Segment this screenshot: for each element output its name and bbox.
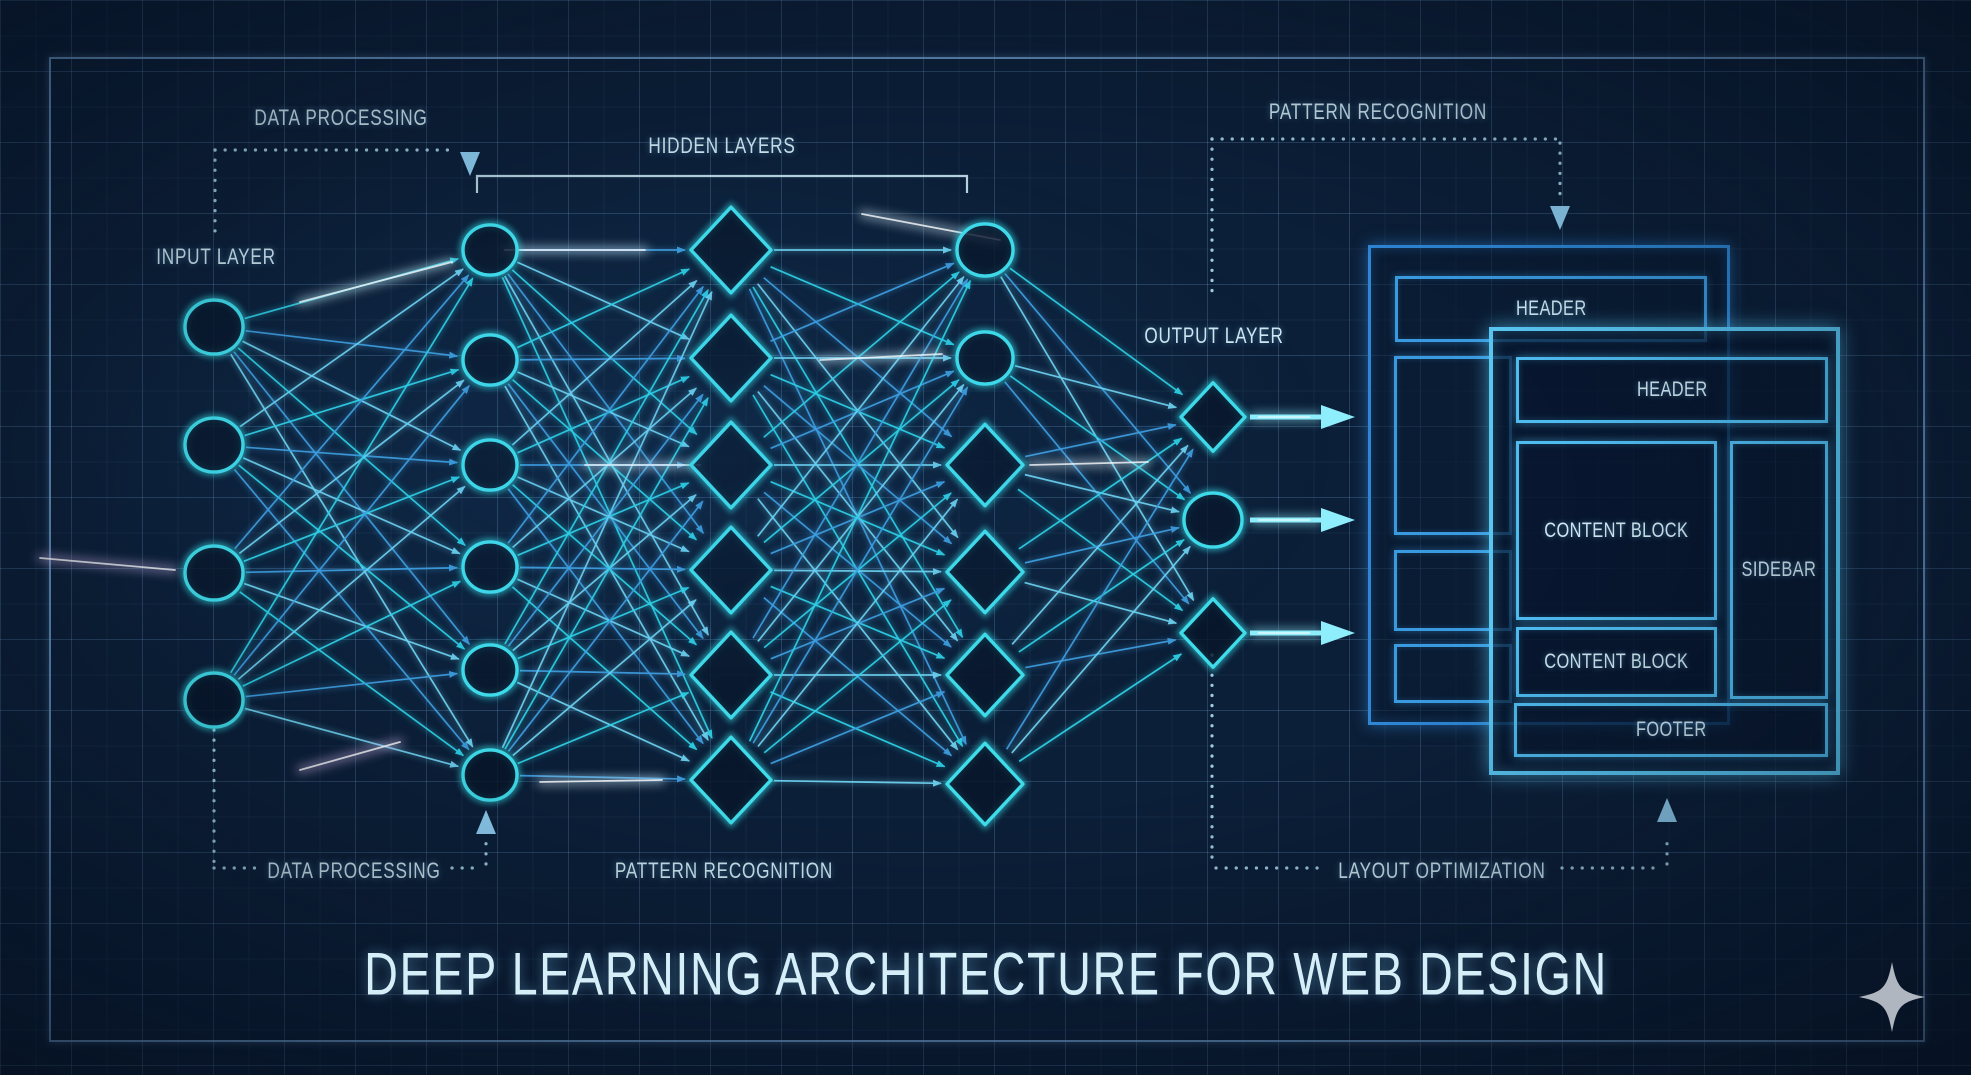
front-sidebar: SIDEBAR [1730,441,1828,699]
label-data-processing-bottom: DATA PROCESSING [267,858,441,883]
label-hidden-layers: HIDDEN LAYERS [648,133,796,158]
browser-wireframe-front: HEADER CONTENT BLOCK SIDEBAR CONTENT BLO… [1489,327,1840,775]
label-layout-optimization: LAYOUT OPTIMIZATION [1338,858,1546,883]
front-content-block-2-label: CONTENT BLOCK [1544,650,1689,673]
label-pattern-recognition-bottom: PATTERN RECOGNITION [614,858,834,883]
front-footer-label: FOOTER [1635,718,1707,741]
sparkle-icon [1853,956,1933,1045]
label-pattern-recognition-top: PATTERN RECOGNITION [1268,99,1488,124]
back-header-label: HEADER [1515,297,1587,320]
front-content-block-1: CONTENT BLOCK [1516,441,1717,620]
front-content-block-1-label: CONTENT BLOCK [1544,518,1689,542]
front-sidebar-label: SIDEBAR [1741,558,1817,581]
front-header-label: HEADER [1636,378,1708,401]
label-output-layer: OUTPUT LAYER [1144,323,1284,348]
front-content-block-2: CONTENT BLOCK [1516,627,1717,697]
page-title: DEEP LEARNING ARCHITECTURE FOR WEB DESIG… [364,940,1608,1008]
label-data-processing-top: DATA PROCESSING [254,105,428,130]
label-input-layer: INPUT LAYER [156,244,276,269]
front-header-bar: HEADER [1516,357,1828,423]
front-footer-bar: FOOTER [1514,703,1828,757]
